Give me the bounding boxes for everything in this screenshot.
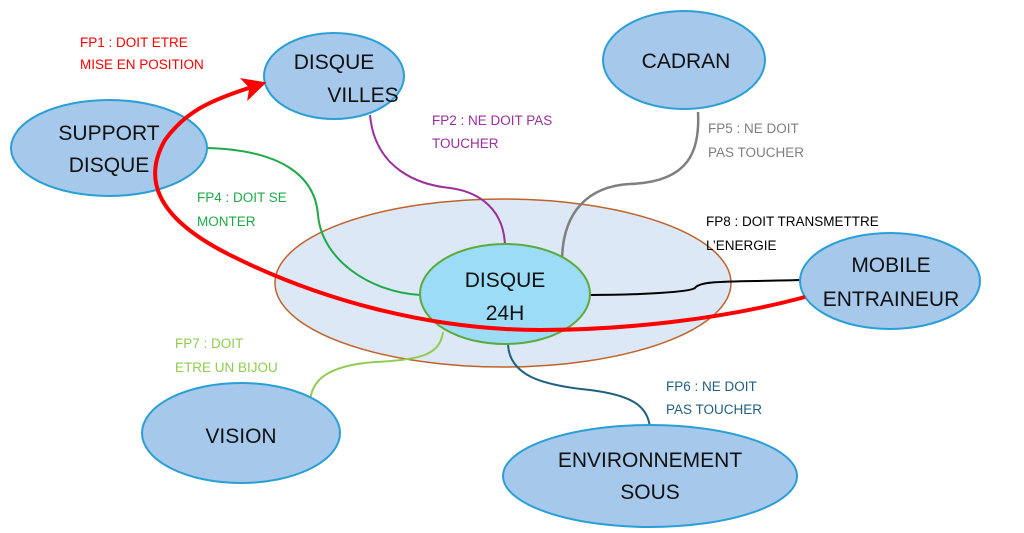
fp5-label-line: PAS TOUCHER [708,145,804,160]
fp4-label-line: MONTER [197,214,256,229]
node-label-line: SOUS [620,481,680,504]
fp4-label: FP4 : DOIT SE MONTER [197,190,287,229]
node-label-line: ENVIRONNEMENT [558,449,743,472]
fp5-label-line: FP5 : NE DOIT [708,121,799,136]
node-vision[interactable]: VISION [141,382,341,484]
fp4-label-line: FP4 : DOIT SE [197,190,287,205]
node-label-line: DISQUE [69,154,150,177]
node-cadran[interactable]: CADRAN [602,10,766,110]
fp8-label-line: L’ENERGIE [706,238,777,253]
fp8-label-line: FP8 : DOIT TRANSMETTRE [706,214,879,229]
fp6-label-line: PAS TOUCHER [666,402,762,417]
node-label-line: ENTRAINEUR [823,288,960,311]
fp7-label: FP7 : DOIT ETRE UN BIJOU [175,336,278,375]
node-label-line: 24H [486,302,525,325]
fp1-arrow [153,78,806,333]
node-label-line: CADRAN [642,50,731,73]
node-support-disque[interactable]: SUPPORT DISQUE [10,99,208,197]
node-label-line: MOBILE [851,254,930,277]
fp7-label-line: FP7 : DOIT [175,336,243,351]
fp4-link [206,147,421,296]
fp1-label-line: FP1 : DOIT ETRE [80,35,188,50]
fp2-label-line: FP2 : NE DOIT PAS [432,113,552,128]
fp5-label: FP5 : NE DOIT PAS TOUCHER [708,121,804,160]
node-label-line: VISION [205,425,276,448]
node-label-line: DISQUE [465,269,546,292]
node-label-line: VILLES [327,84,398,107]
node-mobile-entraineur[interactable]: MOBILE ENTRAINEUR [799,232,981,330]
node-disque-24h[interactable]: DISQUE 24H [419,243,591,345]
fp6-label: FP6 : NE DOIT PAS TOUCHER [666,379,762,417]
fp5-link [560,111,700,263]
fp2-label: FP2 : NE DOIT PAS TOUCHER [432,113,552,151]
fp7-link [309,331,444,401]
fp1-label: FP1 : DOIT ETRE MISE EN POSITION [80,35,204,72]
node-environnement-sous[interactable]: ENVIRONNEMENT SOUS [502,424,798,528]
fp1-label-line: MISE EN POSITION [80,57,204,72]
fp6-link [507,344,651,429]
node-label-line: SUPPORT [58,122,159,145]
fp8-label: FP8 : DOIT TRANSMETTRE L’ENERGIE [706,214,879,253]
fp2-link [369,114,506,249]
fp6-label-line: FP6 : NE DOIT [666,379,757,394]
fp2-label-line: TOUCHER [432,136,499,151]
node-label-line: DISQUE [294,51,375,74]
fp7-label-line: ETRE UN BIJOU [175,360,278,375]
node-disque-villes[interactable]: DISQUE VILLES [263,32,405,120]
fp8-link [589,279,801,296]
